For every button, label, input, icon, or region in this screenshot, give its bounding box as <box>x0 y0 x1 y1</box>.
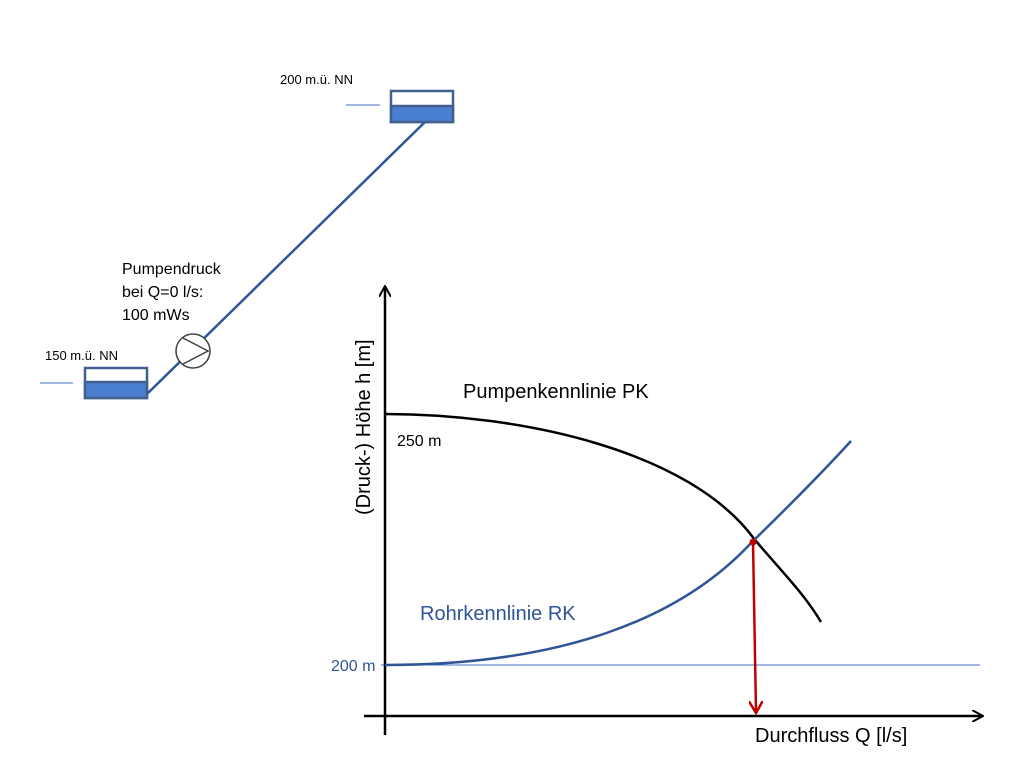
upper-reservoir-label: 200 m.ü. NN <box>280 72 353 87</box>
lower-water <box>83 380 149 400</box>
characteristic-chart: Pumpenkennlinie PK Rohrkennlinie RK 250 … <box>331 287 982 747</box>
pump-pressure-note: Pumpendruck bei Q=0 l/s: 100 mWs <box>122 261 225 324</box>
pipe-curve-label: Rohrkennlinie RK <box>420 603 576 625</box>
x-axis-label: Durchfluss Q [l/s] <box>755 725 907 747</box>
pump-note-line-2: bei Q=0 l/s: <box>122 284 203 301</box>
hydraulic-schematic: 200 m.ü. NN 150 m.ü. NN Pumpendruck bei … <box>40 72 455 400</box>
upper-water <box>389 104 455 124</box>
y-axis-label: (Druck-) Höhe h [m] <box>353 339 375 515</box>
pipe-curve <box>384 440 852 667</box>
static-head-label: 200 m <box>331 658 375 675</box>
operating-point <box>749 538 757 546</box>
pump-curve-label: Pumpenkennlinie PK <box>463 381 649 403</box>
pump-head-label: 250 m <box>397 433 441 450</box>
pump-note-line-3: 100 mWs <box>122 307 190 324</box>
pump-curve <box>384 412 823 623</box>
pump-icon <box>175 333 211 369</box>
pump-note-line-1: Pumpendruck <box>122 261 222 278</box>
upper-reservoir: 200 m.ü. NN <box>280 72 455 124</box>
lower-reservoir: 150 m.ü. NN <box>40 348 149 400</box>
lower-reservoir-label: 150 m.ü. NN <box>45 348 118 363</box>
operating-point-arrow <box>753 541 756 712</box>
